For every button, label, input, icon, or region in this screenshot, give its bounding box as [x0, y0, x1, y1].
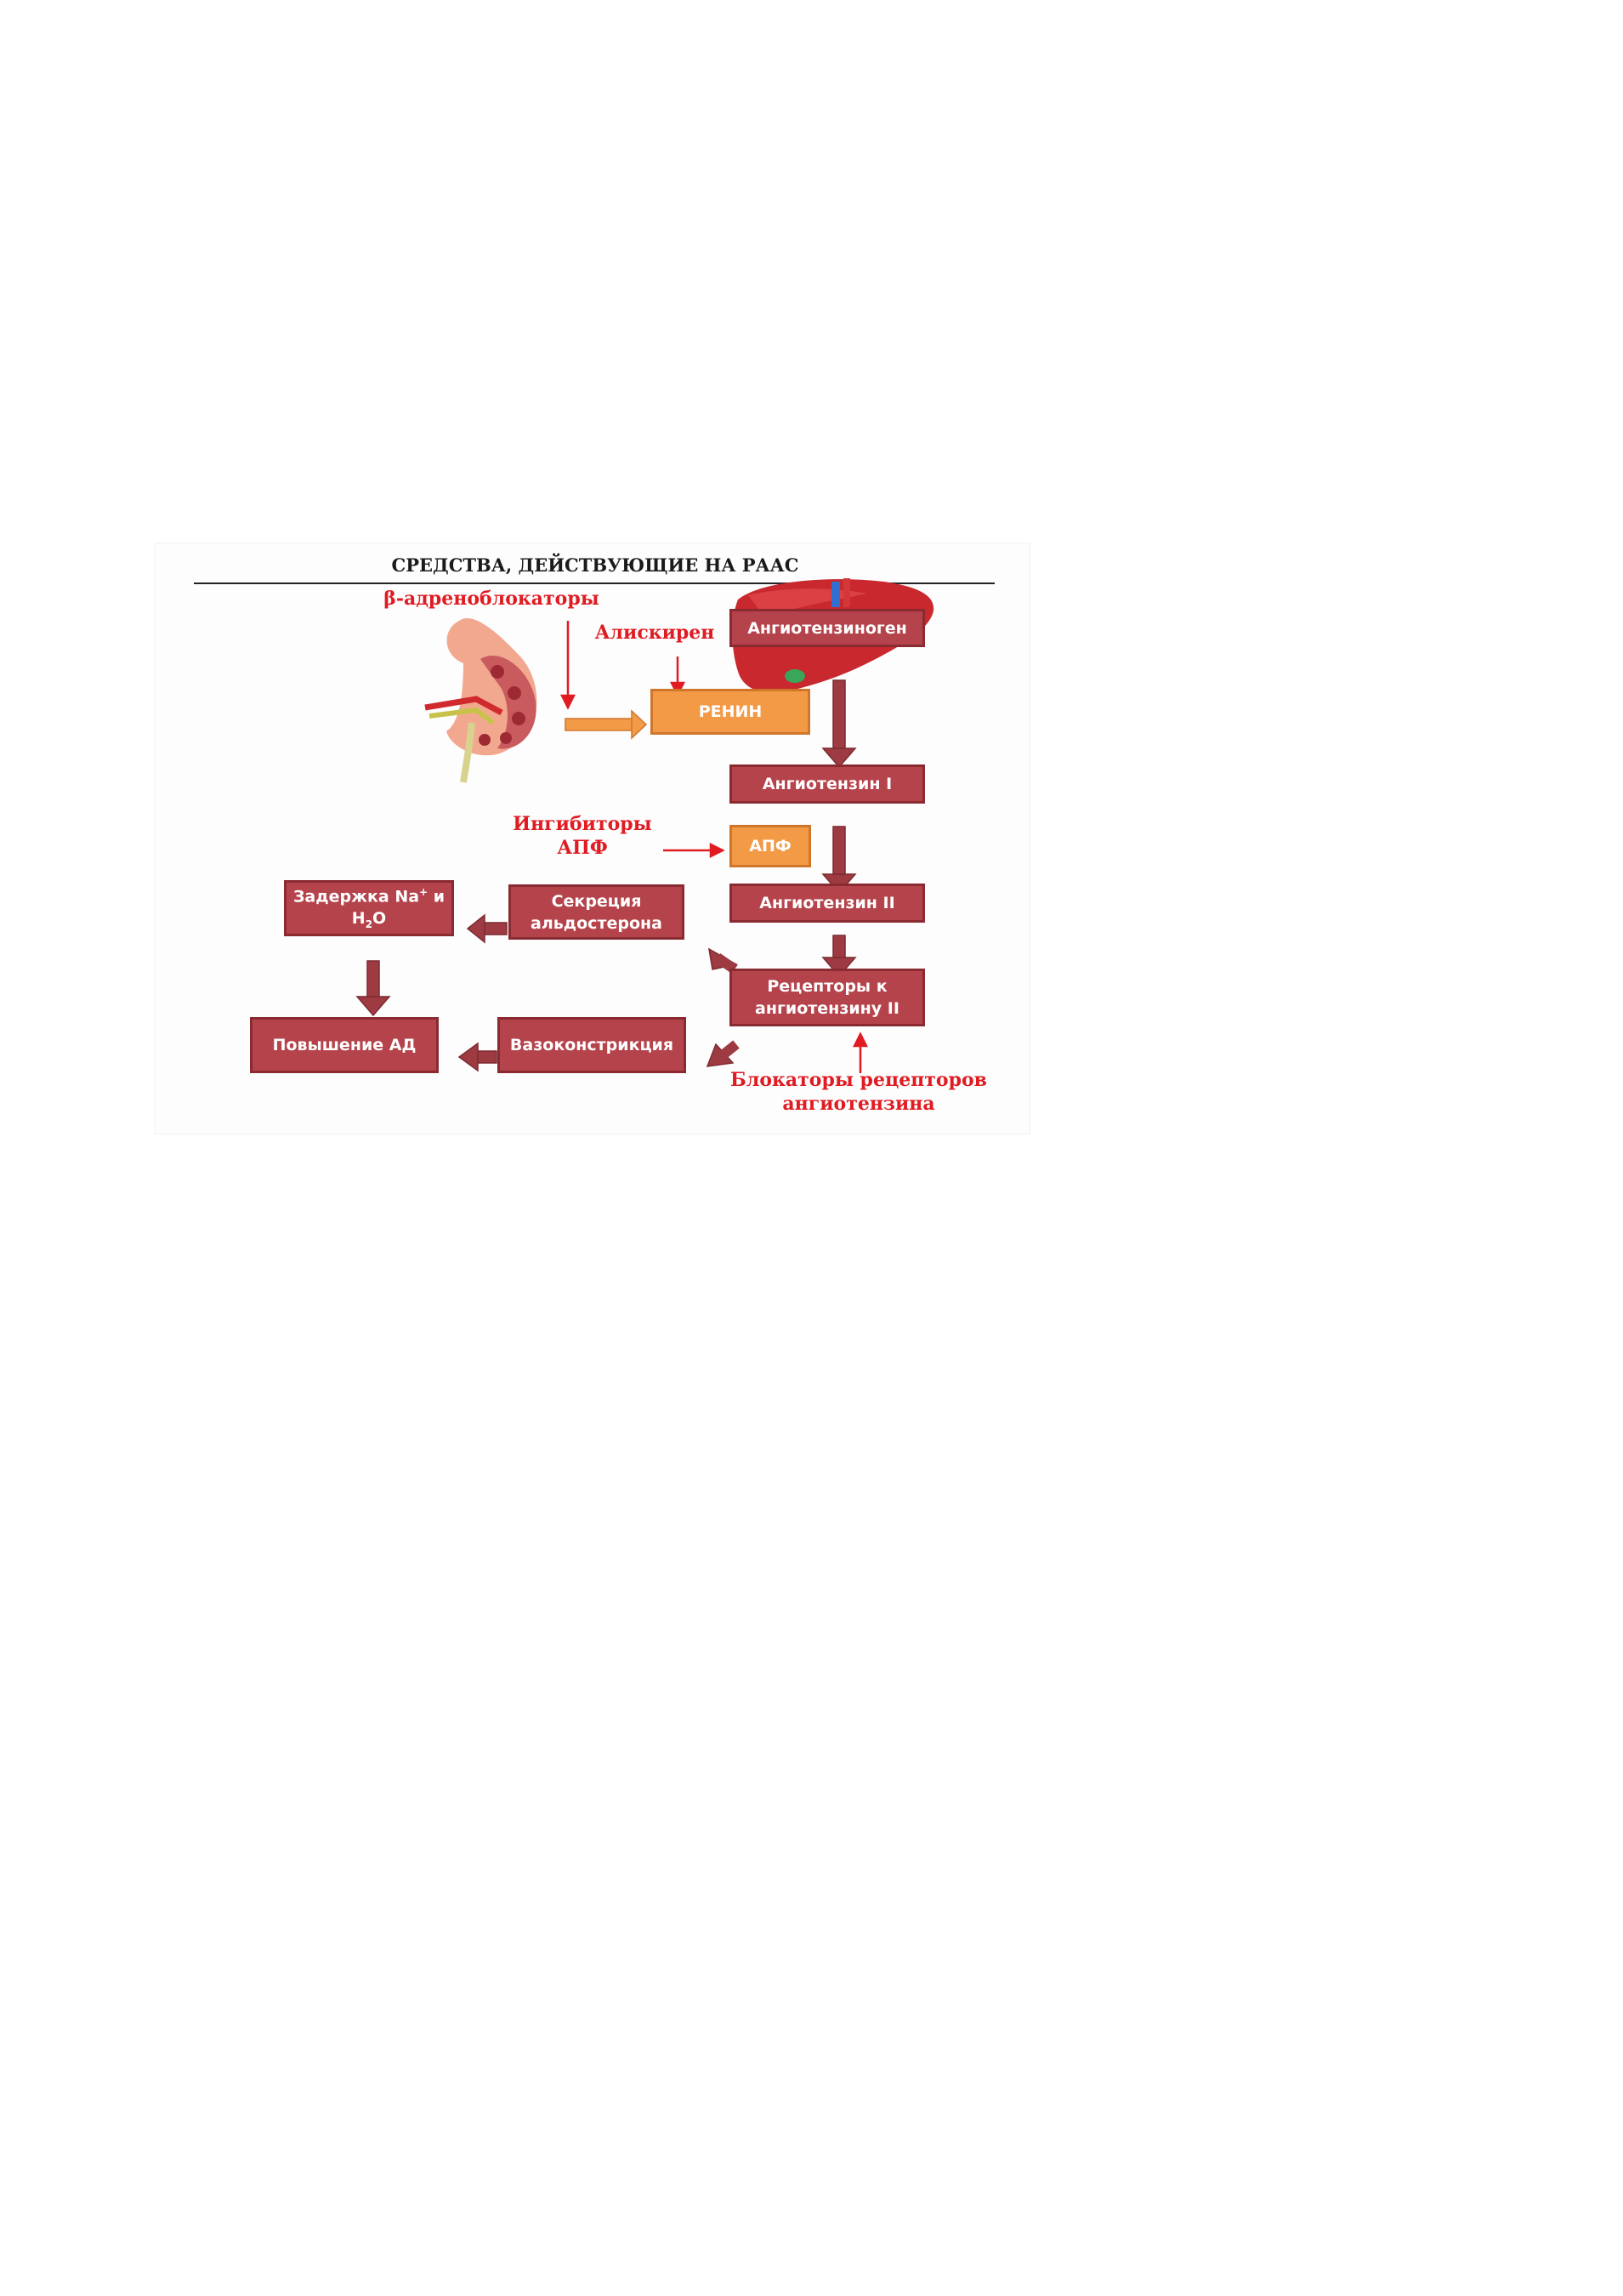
retention-line2: H2O: [351, 909, 387, 931]
arb-label: Блокаторы рецепторов ангиотензина: [723, 1068, 995, 1116]
vasoconstriction-box: Вазоконстрикция: [497, 1017, 686, 1073]
beta-blockers-label: β-адреноблокаторы: [383, 588, 599, 610]
diagram-title: СРЕДСТВА, ДЕЙСТВУЮЩИЕ НА РААС: [391, 554, 799, 576]
receptors-line2: ангиотензину II: [755, 999, 899, 1018]
kidney-to-renin-arrow: [565, 709, 648, 740]
pathway-arrows: [355, 679, 857, 1072]
ace-box: АПФ: [729, 825, 811, 867]
arb-line1: Блокаторы рецепторов: [730, 1069, 987, 1091]
bp-increase-box: Повышение АД: [250, 1017, 439, 1073]
sodium-water-retention-box: Задержка Na+ и H2O: [284, 880, 454, 936]
ace-inhibitors-line1: Ингибиторы: [513, 813, 652, 835]
angiotensinogen-box: Ангиотензиноген: [729, 609, 925, 647]
drug-arrows: [559, 621, 869, 1073]
angiotensin2-box: Ангиотензин II: [729, 884, 925, 923]
title-underline: [194, 583, 995, 584]
aldosterone-line1: Секреция: [551, 891, 642, 911]
receptors-box: Рецепторы к ангиотензину II: [729, 969, 925, 1026]
arb-line2: ангиотензина: [782, 1093, 935, 1115]
angiotensin1-box: Ангиотензин I: [729, 764, 925, 804]
renin-box: РЕНИН: [650, 689, 810, 735]
ace-inhibitors-line2: АПФ: [557, 837, 608, 859]
retention-line1: Задержка Na+ и: [292, 885, 445, 906]
ace-inhibitors-label: Ингибиторы АПФ: [502, 812, 663, 860]
aldosterone-box: Секреция альдостерона: [508, 884, 684, 940]
aldosterone-line2: альдостерона: [531, 913, 662, 933]
aliskiren-label: Алискирен: [594, 622, 715, 644]
receptors-line1: Рецепторы к: [767, 977, 888, 996]
kidney-icon: [424, 617, 537, 783]
